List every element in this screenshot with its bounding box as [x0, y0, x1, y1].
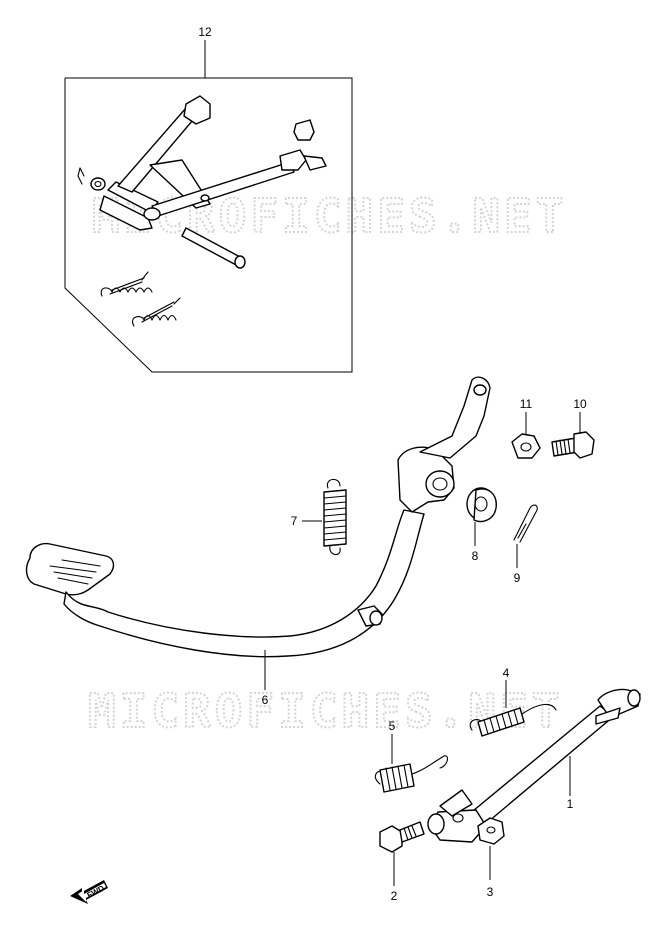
cotter-pin-small [77, 167, 85, 185]
rubber-stopper [293, 119, 315, 141]
callout-12: 12 [198, 25, 212, 39]
return-spring-7 [323, 478, 347, 556]
callout-11: 11 [520, 397, 533, 411]
cotter-pin-9 [513, 504, 538, 543]
callout-6: 6 [262, 693, 269, 707]
spring-kit-2 [132, 297, 181, 327]
side-stand [427, 688, 641, 843]
callout-5: 5 [389, 719, 396, 733]
washer-small [90, 177, 106, 191]
nut-11 [511, 433, 541, 459]
callout-7: 7 [291, 514, 298, 528]
callout-9: 9 [514, 571, 521, 585]
pedal-pad [25, 542, 115, 596]
callout-4: 4 [503, 666, 510, 680]
brake-pedal [25, 376, 491, 658]
spring-kit-1 [100, 271, 153, 297]
callout-2: 2 [391, 889, 398, 903]
main-stand-frame [99, 95, 327, 231]
callout-3: 3 [487, 885, 494, 899]
washer-8 [466, 487, 497, 523]
nut-3 [477, 817, 505, 845]
bolt-2 [379, 821, 425, 853]
watermark-top: MICROFICHES.NET [92, 189, 567, 243]
callout-10: 10 [573, 397, 587, 411]
fwd-arrow: FWD [70, 880, 108, 904]
kit-box-12 [64, 40, 353, 373]
spring-5 [374, 755, 449, 793]
callout-8: 8 [472, 549, 479, 563]
bolt-10 [551, 431, 595, 459]
spring-4 [469, 703, 557, 737]
callout-1: 1 [567, 797, 574, 811]
